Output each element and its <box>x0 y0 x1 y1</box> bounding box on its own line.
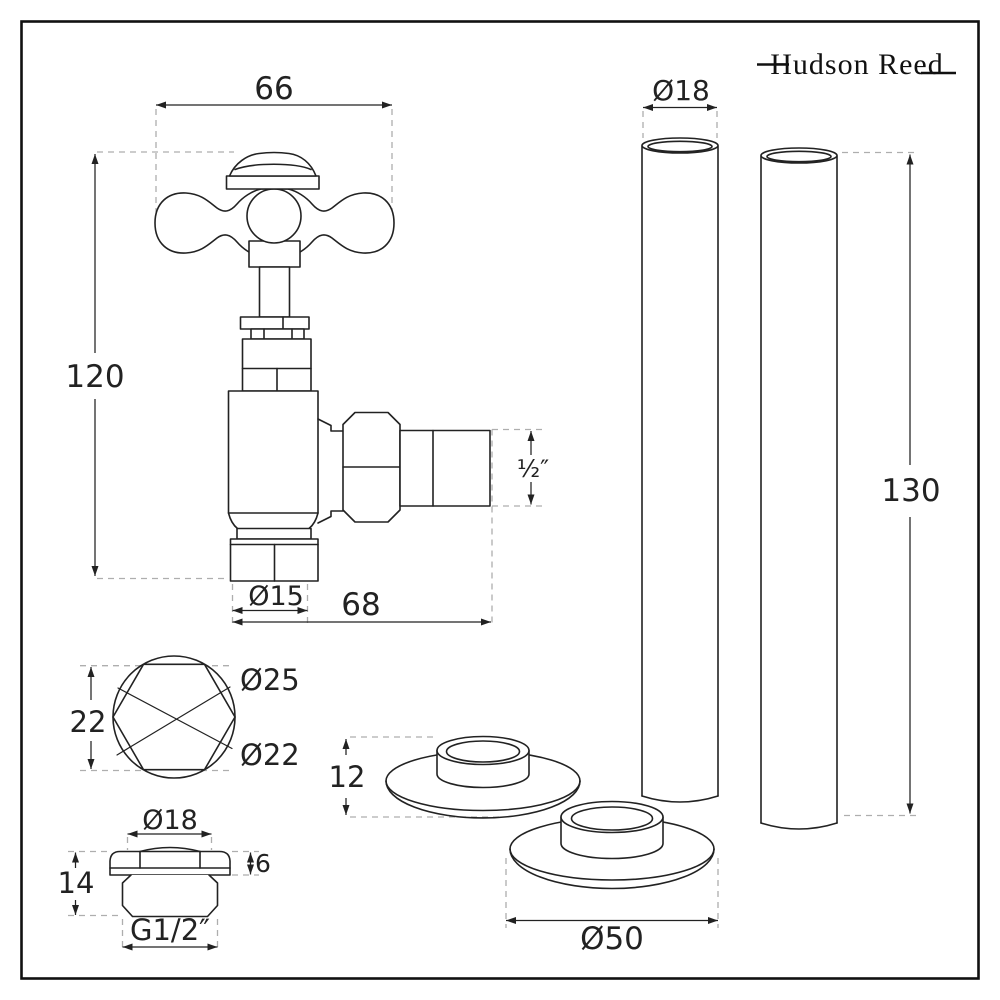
handle-stem-block <box>248 240 301 268</box>
page-border <box>20 20 980 980</box>
valve-outlet-tail <box>399 429 491 507</box>
dim-nut-outer-diameter: Ø25 <box>240 663 300 697</box>
brand-logo: Hudson Reed <box>757 48 956 81</box>
handle-cap-band <box>225 175 320 190</box>
pipe-collar-1 <box>385 735 581 819</box>
dim-valve-handle-width: 66 <box>254 71 293 107</box>
dim-plug-hex-height: 6 <box>255 849 271 878</box>
valve-body <box>227 390 319 514</box>
dim-nut-inner-diameter: Ø22 <box>240 738 300 772</box>
pipe-collar-2 <box>509 800 715 890</box>
blanking-plug <box>109 846 231 918</box>
dim-pipe-length: 130 <box>881 473 940 509</box>
dim-valve-length: 68 <box>341 587 380 623</box>
dim-plug-total-height: 14 <box>58 866 95 900</box>
dim-valve-height: 120 <box>65 359 124 395</box>
dimension-lines <box>72 101 914 951</box>
dim-collar-diameter: Ø50 <box>580 921 644 957</box>
dimension-labels: 66 120 ½″ Ø15 68 22 Ø25 Ø22 Ø18 6 14 G1/… <box>58 71 941 957</box>
nut-top-view <box>112 655 236 779</box>
valve-drawing <box>154 151 491 582</box>
pipe-2 <box>760 147 838 830</box>
dim-collar-height: 12 <box>329 760 366 794</box>
pipe-1 <box>641 137 719 803</box>
dim-plug-thread: G1/2″ <box>130 913 210 947</box>
handle-center-boss <box>246 188 302 244</box>
dim-valve-inlet-diameter: Ø15 <box>248 581 304 612</box>
leader-inner-diameter <box>117 687 233 750</box>
dim-pipe-diameter: Ø18 <box>652 74 710 107</box>
dim-valve-outlet-size: ½″ <box>517 455 549 483</box>
dim-nut-across-flats: 22 <box>70 705 107 739</box>
leader-outer-diameter <box>116 686 231 756</box>
dim-plug-diameter: Ø18 <box>142 805 198 836</box>
brand-name: Hudson Reed <box>770 48 943 81</box>
